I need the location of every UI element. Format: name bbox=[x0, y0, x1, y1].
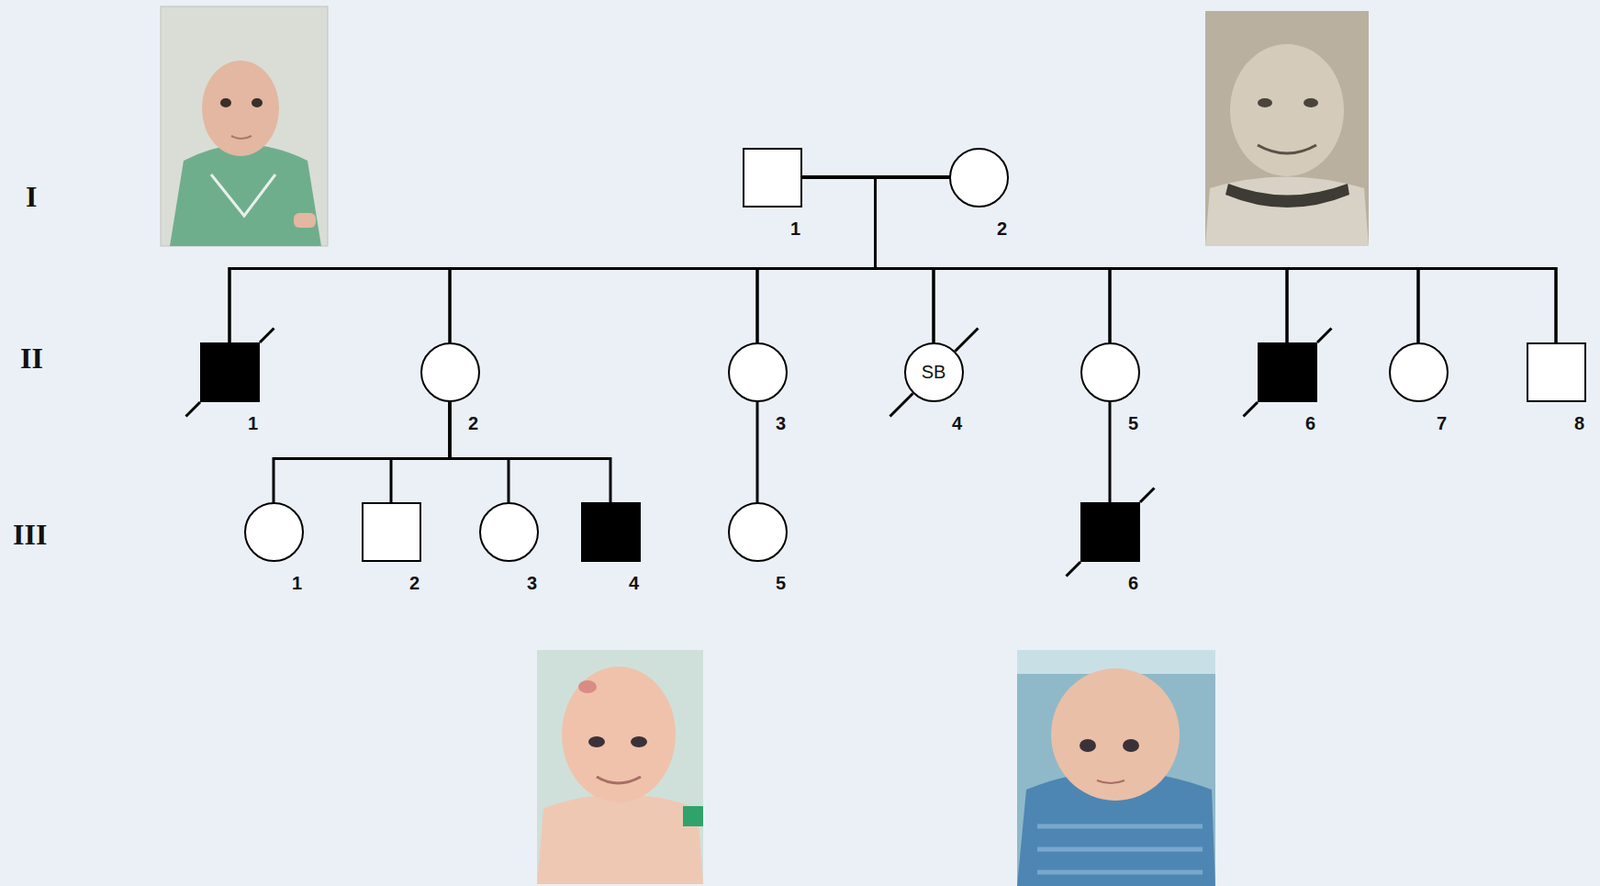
male-symbol: 2 bbox=[361, 502, 422, 562]
deceased-slash bbox=[1317, 327, 1332, 343]
generation-label: I bbox=[25, 181, 37, 212]
pedigree-line bbox=[391, 402, 450, 503]
female-symbol: 3 bbox=[479, 502, 539, 562]
male-symbol: 6 bbox=[1080, 502, 1141, 562]
pedigree-line bbox=[802, 177, 1557, 343]
symbol-outline bbox=[244, 502, 304, 562]
individual-number: 1 bbox=[291, 573, 303, 593]
symbol-outline bbox=[949, 147, 1009, 208]
patient-photo bbox=[537, 649, 704, 884]
pedigree-line bbox=[875, 177, 1420, 343]
symbol-outline bbox=[200, 342, 260, 403]
patient-photo bbox=[1017, 649, 1216, 886]
pedigree-line bbox=[802, 177, 935, 343]
individual-number: 3 bbox=[526, 573, 538, 593]
patient-photo bbox=[1205, 11, 1369, 247]
symbol-outline bbox=[581, 502, 641, 562]
deceased-slash bbox=[1065, 561, 1081, 577]
symbol-outline bbox=[1388, 342, 1449, 403]
symbol-note: SB bbox=[921, 361, 947, 383]
pedigree-line bbox=[1108, 402, 1112, 503]
symbol-outline bbox=[1257, 342, 1318, 403]
male-symbol: 4 bbox=[581, 502, 641, 562]
pedigree-line bbox=[875, 177, 950, 343]
symbol-inner: SB bbox=[904, 342, 964, 403]
pedigree-line bbox=[756, 402, 760, 503]
female-symbol: 2 bbox=[949, 147, 1009, 208]
symbol-outline bbox=[742, 147, 803, 208]
pedigree-line bbox=[802, 177, 1111, 343]
pedigree-line bbox=[449, 402, 611, 503]
symbol-outline bbox=[1080, 342, 1141, 403]
individual-number: 4 bbox=[951, 413, 963, 433]
deceased-slash bbox=[259, 327, 275, 343]
deceased-slash bbox=[889, 392, 913, 416]
male-symbol: 1 bbox=[200, 342, 260, 403]
individual-number: 2 bbox=[409, 573, 420, 593]
individual-number: 2 bbox=[468, 413, 479, 433]
symbol-outline bbox=[727, 342, 788, 403]
deceased-slash bbox=[1140, 487, 1155, 503]
symbol-outline bbox=[727, 502, 788, 562]
female-symbol: SB4 bbox=[904, 342, 964, 403]
individual-number: 7 bbox=[1436, 413, 1447, 433]
female-symbol: 5 bbox=[727, 502, 788, 562]
male-symbol: 1 bbox=[742, 147, 803, 208]
individual-number: 5 bbox=[1128, 413, 1139, 433]
symbol-outline bbox=[479, 502, 539, 562]
individual-number: 2 bbox=[996, 219, 1007, 238]
male-symbol: 6 bbox=[1257, 342, 1318, 403]
pedigree-line bbox=[449, 177, 876, 343]
deceased-slash bbox=[1242, 402, 1258, 417]
pedigree-line bbox=[449, 402, 509, 503]
deceased-slash bbox=[185, 402, 201, 417]
pedigree-line bbox=[802, 177, 1420, 343]
individual-number: 6 bbox=[1128, 573, 1139, 593]
female-symbol: 1 bbox=[244, 502, 304, 562]
symbol-outline bbox=[1526, 342, 1587, 403]
generation-label: III bbox=[12, 519, 47, 549]
female-symbol: 2 bbox=[420, 342, 481, 403]
individual-number: 3 bbox=[775, 413, 786, 433]
patient-photo bbox=[160, 6, 328, 247]
generation-label: II bbox=[20, 343, 44, 373]
symbol-outline bbox=[420, 342, 481, 403]
individual-number: 1 bbox=[790, 219, 801, 238]
female-symbol: 7 bbox=[1388, 342, 1449, 403]
individual-number: 6 bbox=[1305, 413, 1316, 433]
individual-number: 1 bbox=[247, 413, 258, 433]
individual-number: 4 bbox=[628, 573, 639, 593]
symbol-outline bbox=[361, 502, 422, 562]
deceased-slash bbox=[954, 327, 978, 351]
pedigree-line bbox=[273, 402, 450, 503]
symbol-outline bbox=[1080, 502, 1141, 562]
pedigree-line bbox=[449, 177, 950, 343]
female-symbol: 5 bbox=[1080, 342, 1141, 403]
female-symbol: 3 bbox=[727, 342, 788, 403]
male-symbol: 8 bbox=[1526, 342, 1587, 403]
pedigree-line bbox=[229, 177, 950, 343]
individual-number: 8 bbox=[1574, 413, 1585, 433]
pedigree-line bbox=[875, 177, 1288, 343]
individual-number: 5 bbox=[775, 573, 786, 593]
